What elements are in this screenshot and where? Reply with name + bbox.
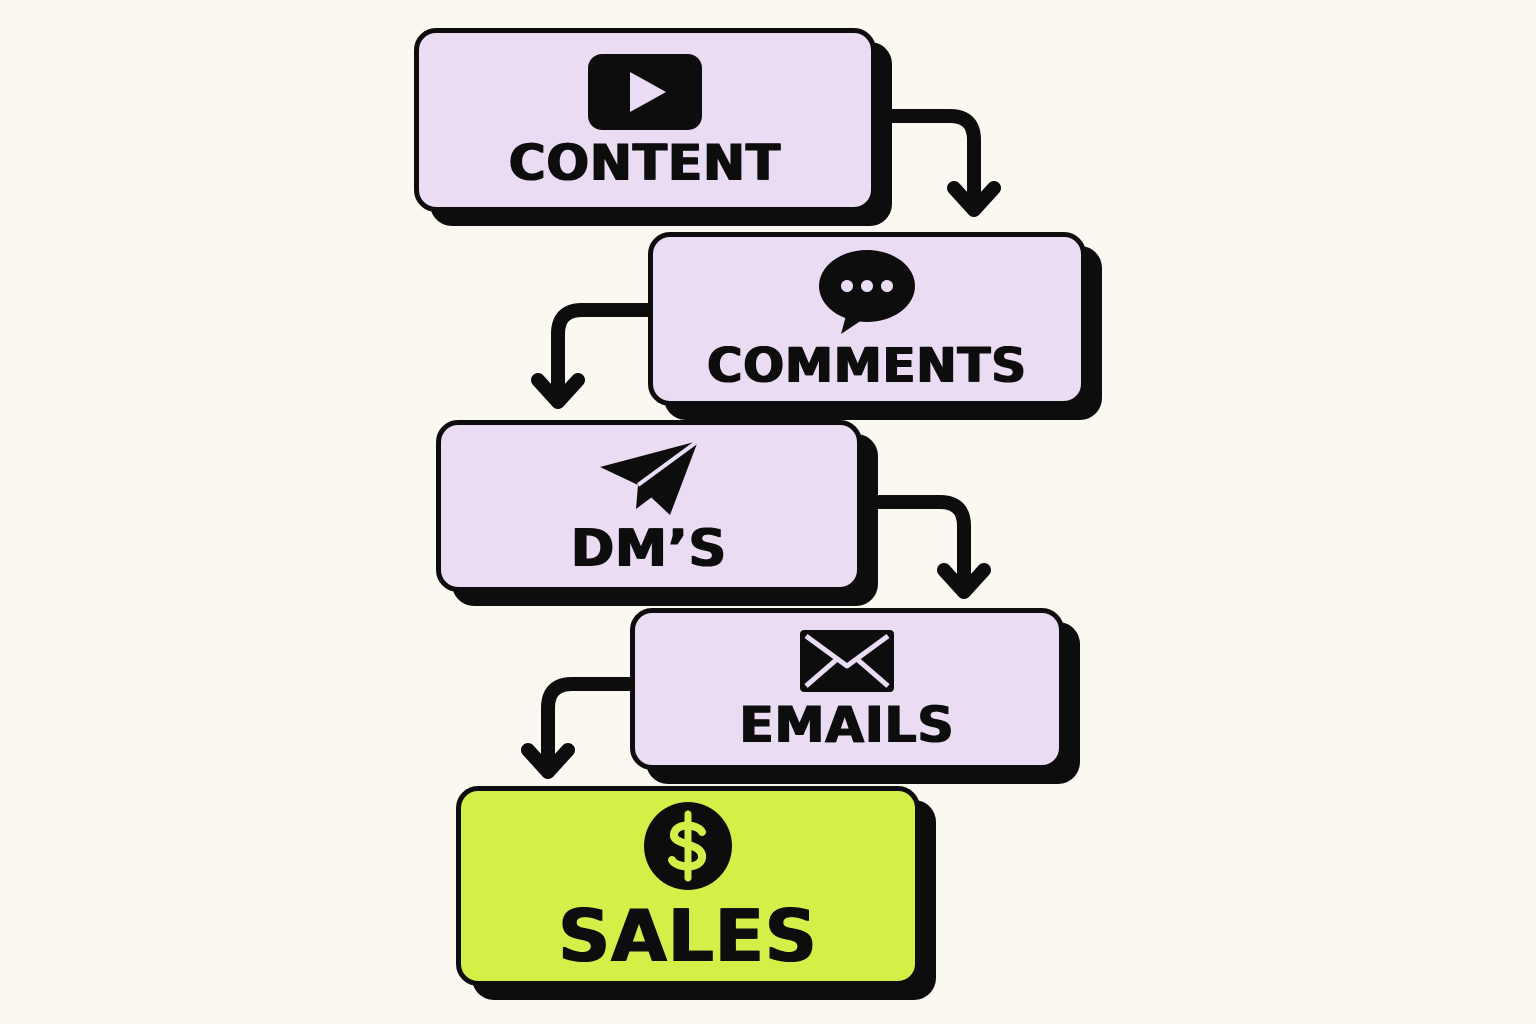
step-emails-label: EMAILS xyxy=(739,696,955,754)
arrow-emails-to-sales xyxy=(521,677,641,779)
step-sales-card: SALES xyxy=(456,786,920,986)
envelope-icon xyxy=(800,630,894,692)
speech-bubble-icon xyxy=(819,250,915,334)
step-sales-label: SALES xyxy=(558,894,818,978)
step-content-label: CONTENT xyxy=(508,134,782,192)
step-emails-card: EMAILS xyxy=(630,608,1064,770)
arrow-content-to-comments xyxy=(869,109,1001,217)
arrow-comments-to-dms xyxy=(531,303,659,409)
paper-plane-icon xyxy=(600,439,700,515)
dollar-coin-icon xyxy=(644,802,732,890)
step-dms-card: DM’S xyxy=(436,420,862,592)
step-content-card: CONTENT xyxy=(414,28,876,212)
play-button-icon xyxy=(588,54,702,130)
step-comments-card: COMMENTS xyxy=(648,232,1086,406)
arrow-dms-to-emails xyxy=(855,495,991,599)
step-dms-label: DM’S xyxy=(570,519,728,579)
step-comments-label: COMMENTS xyxy=(707,338,1027,394)
